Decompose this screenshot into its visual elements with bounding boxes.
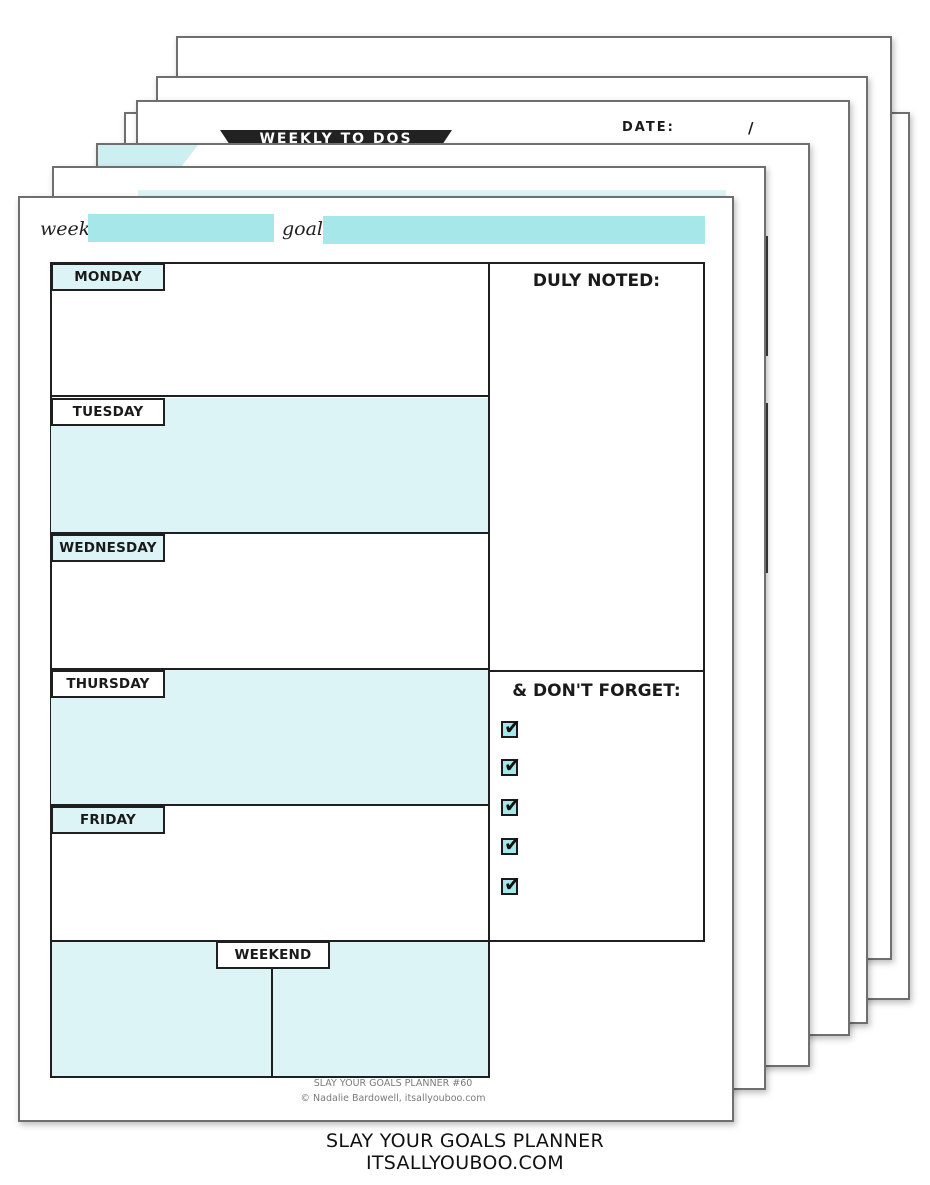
checkbox-3[interactable]: ✔ xyxy=(501,795,521,816)
tuesday-label: TUESDAY xyxy=(51,398,165,426)
monday-label: MONDAY xyxy=(51,263,165,291)
week-field[interactable] xyxy=(88,214,274,242)
dont-forget-heading: & DON'T FORGET: xyxy=(512,681,681,701)
friday-label: FRIDAY xyxy=(51,806,165,834)
caption-url: ITSALLYOUBOO.COM xyxy=(366,1152,564,1174)
date-label: DATE: xyxy=(622,120,675,135)
monday-area[interactable] xyxy=(51,263,489,397)
checkmark-icon: ✔ xyxy=(504,753,521,777)
checkbox-2[interactable]: ✔ xyxy=(501,755,521,776)
weekly-todos-title: WEEKLY TO DOS xyxy=(259,131,413,144)
back-divider-1 xyxy=(766,236,768,356)
weekly-todos-banner: WEEKLY TO DOS xyxy=(220,130,452,144)
duly-noted-box[interactable] xyxy=(488,262,705,672)
date-separator: / xyxy=(748,119,754,137)
checkmark-icon: ✔ xyxy=(504,872,521,896)
dont-forget-box xyxy=(488,670,705,942)
back-divider-2 xyxy=(766,403,768,573)
checkbox-5[interactable]: ✔ xyxy=(501,874,521,895)
weekend-divider xyxy=(271,968,273,1076)
wednesday-area[interactable] xyxy=(51,534,489,670)
goal-field[interactable] xyxy=(323,216,705,244)
teal-strip xyxy=(138,190,726,200)
checkmark-icon: ✔ xyxy=(504,715,521,739)
caption-title: SLAY YOUR GOALS PLANNER xyxy=(326,1130,604,1152)
checkbox-4[interactable]: ✔ xyxy=(501,834,521,855)
checkmark-icon: ✔ xyxy=(504,793,521,817)
checkbox-1[interactable]: ✔ xyxy=(501,717,521,738)
week-label: week : xyxy=(40,218,103,240)
thursday-label: THURSDAY xyxy=(51,670,165,698)
planner-footer-title: SLAY YOUR GOALS PLANNER #60 xyxy=(313,1078,473,1089)
checkmark-icon: ✔ xyxy=(504,832,521,856)
planner-footer-credit: © Nadalie Bardowell, itsallyouboo.com xyxy=(300,1093,486,1104)
weekend-label: WEEKEND xyxy=(216,941,330,969)
goal-label: goal : xyxy=(282,218,336,240)
wednesday-label: WEDNESDAY xyxy=(51,534,165,562)
duly-noted-heading: DULY NOTED: xyxy=(532,271,661,291)
